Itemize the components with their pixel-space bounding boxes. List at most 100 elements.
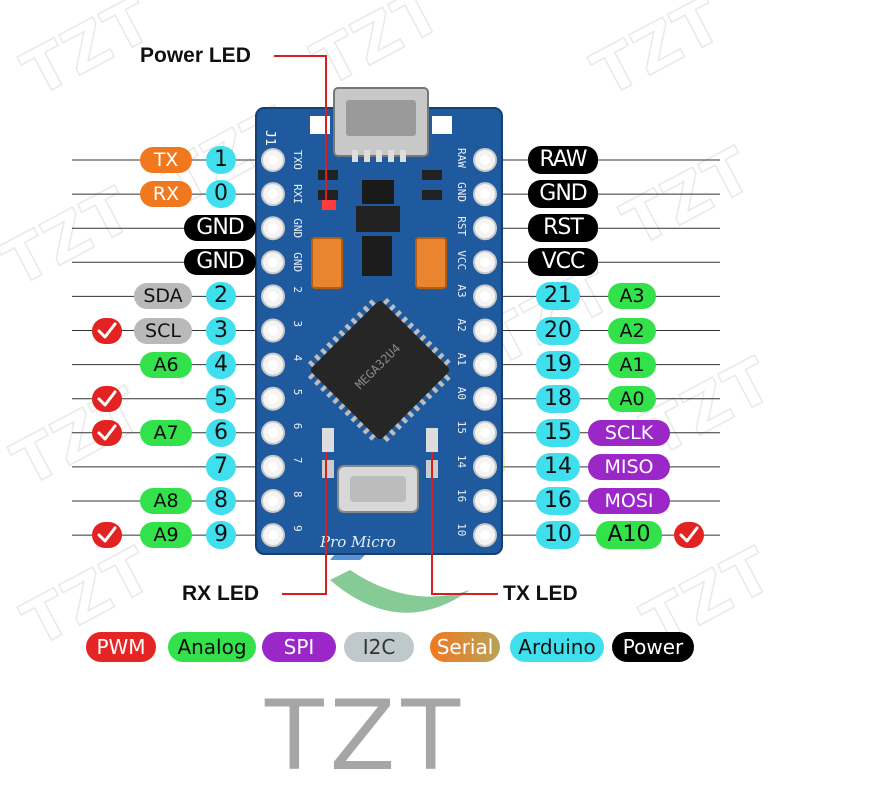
arduino-pin-number: 10 (536, 521, 580, 549)
pwm-check-icon (92, 420, 122, 446)
pin-function-label: A8 (140, 488, 192, 514)
arduino-pin-number: 6 (206, 419, 236, 447)
smd-resistor (318, 170, 338, 180)
usb-contact (400, 150, 406, 162)
tx-led-label: TX LED (503, 582, 578, 606)
arduino-pin-number: 16 (536, 487, 580, 515)
smd-component (356, 206, 400, 232)
silkscreen-right-label: A0 (455, 387, 468, 400)
silkscreen-left-label: 5 (291, 389, 304, 396)
arduino-pin-number: 4 (206, 351, 236, 379)
smd-resistor (422, 190, 442, 200)
logo-swoosh-green (330, 570, 470, 613)
usb-contact (352, 150, 358, 162)
arduino-pin-number: 18 (536, 385, 580, 413)
right-pin-hole (480, 189, 490, 199)
silkscreen-right-label: RST (455, 216, 468, 236)
silkscreen-right-label: 15 (455, 421, 468, 434)
silkscreen-j1: J1 (262, 130, 277, 146)
smd-resistor (318, 190, 338, 200)
left-pin-hole (268, 462, 278, 472)
smd-resistor (422, 170, 442, 180)
silkscreen-left-label: 9 (291, 525, 304, 532)
right-pin-hole (480, 428, 490, 438)
pin-function-label: A3 (608, 283, 656, 309)
arduino-pin-number: 0 (206, 180, 236, 208)
legend-item-serial: Serial (430, 632, 500, 662)
legend-item-power: Power (612, 632, 694, 662)
arduino-pin-number: 1 (206, 146, 236, 174)
usb-tab-right (432, 116, 452, 134)
smd-resistor-bottom (322, 460, 334, 478)
right-pin-hole (480, 394, 490, 404)
right-pin-hole (480, 291, 490, 301)
silkscreen-right-label: VCC (455, 250, 468, 270)
silkscreen-right-label: 14 (455, 455, 468, 469)
usb-contact (376, 150, 382, 162)
pin-function-label: TX (140, 147, 192, 173)
arduino-pin-number: 8 (206, 487, 236, 515)
brand-logo-text: TZT (265, 688, 565, 784)
pin-function-label: GND (528, 180, 598, 208)
left-pin-hole (268, 155, 278, 165)
legend-item-ard: Arduino (510, 632, 604, 662)
right-pin-hole (480, 223, 490, 233)
silkscreen-right-label: 16 (455, 489, 468, 502)
silkscreen-right-label: A1 (455, 353, 468, 366)
silkscreen-left-label: TXO (291, 150, 304, 170)
left-pin-hole (268, 257, 278, 267)
left-pin-hole (268, 326, 278, 336)
pin-function-label: RAW (528, 146, 598, 174)
right-pin-hole (480, 496, 490, 506)
silkscreen-left-label: 2 (291, 286, 304, 293)
silkscreen-left-label: GND (291, 252, 304, 272)
arduino-pin-number: 15 (536, 419, 580, 447)
silkscreen-left-label: 8 (291, 491, 304, 498)
right-pin-hole (480, 257, 490, 267)
right-pin-hole (480, 155, 490, 165)
silkscreen-right-label: 10 (455, 523, 468, 536)
legend-item-spi: SPI (262, 632, 336, 662)
power-led-component (322, 200, 336, 210)
pwm-check-icon (92, 386, 122, 412)
pin-function-label: A9 (140, 522, 192, 548)
left-pin-hole (268, 496, 278, 506)
pin-function-label: VCC (528, 248, 598, 276)
regulator-chip (362, 180, 394, 204)
pin-function-label: MISO (588, 454, 670, 480)
pwm-check-icon (92, 318, 122, 344)
arduino-pin-number: 20 (536, 317, 580, 345)
right-pin-hole (480, 326, 490, 336)
pwm-check-icon (92, 522, 122, 548)
pin-function-label: A6 (140, 352, 192, 378)
silkscreen-board-name: Pro Micro (319, 533, 396, 551)
silkscreen-right-label: A3 (455, 284, 468, 297)
silkscreen-left-label: 3 (291, 321, 304, 328)
usb-contact (364, 150, 370, 162)
right-pin-hole (480, 530, 490, 540)
legend-item-i2c: I2C (344, 632, 414, 662)
smd-component-2 (362, 236, 392, 276)
silkscreen-left-label: 7 (291, 457, 304, 464)
silkscreen-right-label: GND (455, 182, 468, 202)
arduino-pin-number: 19 (536, 351, 580, 379)
arduino-pin-number: 2 (206, 282, 236, 310)
legend-item-analog: Analog (168, 632, 256, 662)
arduino-pin-number: 7 (206, 453, 236, 481)
pin-function-label: A7 (140, 420, 192, 446)
arduino-pin-number: 3 (206, 317, 236, 345)
rx-led-component (322, 428, 334, 452)
arduino-pin-number: 9 (206, 521, 236, 549)
silkscreen-left-label: GND (291, 218, 304, 238)
usb-contact (388, 150, 394, 162)
pin-function-label: A0 (608, 386, 656, 412)
power-led-label: Power LED (140, 44, 251, 68)
arduino-pin-number: 14 (536, 453, 580, 481)
right-pin-hole (480, 462, 490, 472)
legend-item-pwm: PWM (86, 632, 156, 662)
tx-led-component (426, 428, 438, 452)
silkscreen-right-label: A2 (455, 319, 468, 332)
pin-function-label: RX (140, 181, 192, 207)
